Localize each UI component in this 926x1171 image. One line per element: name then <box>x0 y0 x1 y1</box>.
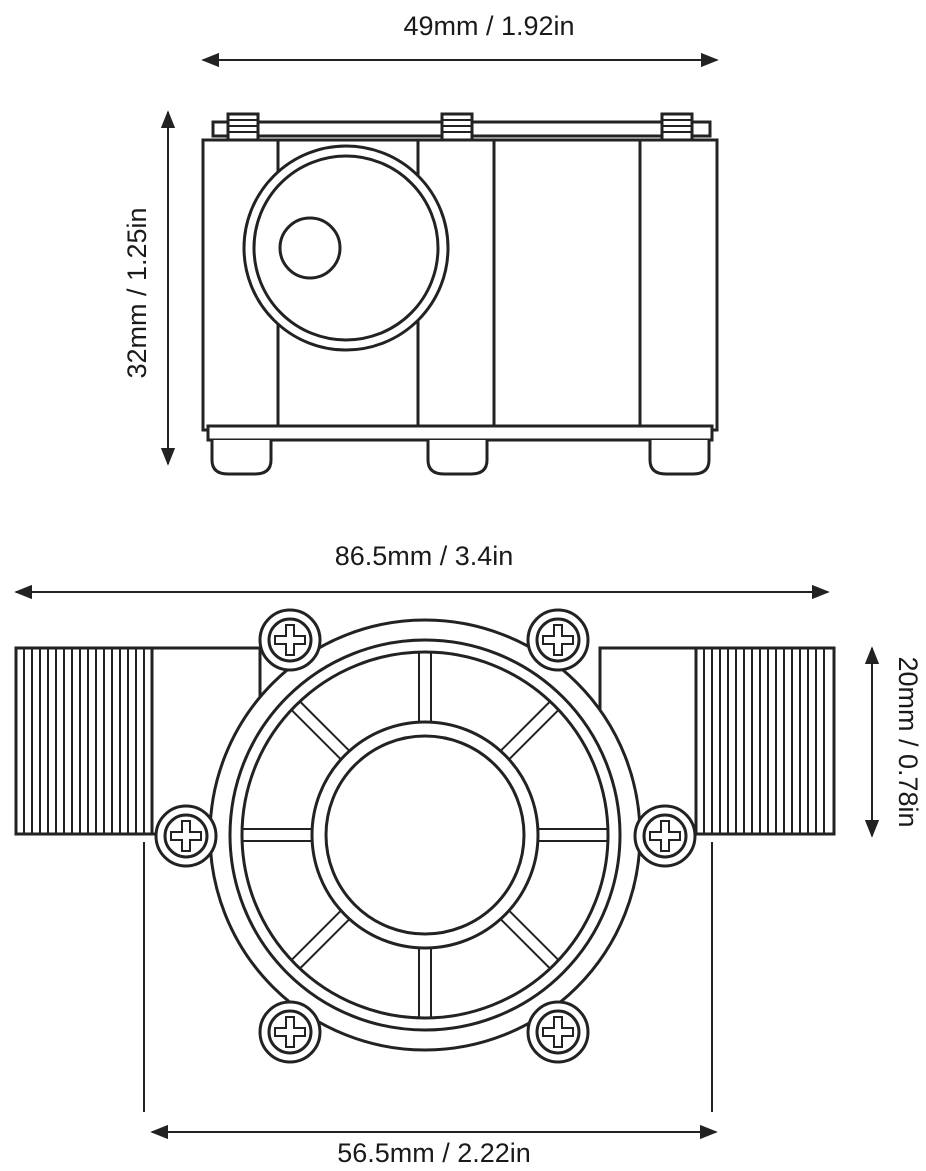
turbine-housing <box>208 618 642 1052</box>
screw-mid-left <box>154 804 218 868</box>
dimension-total-length: 86.5mm / 3.4in <box>14 541 830 600</box>
top-screw-right <box>660 112 694 142</box>
label-body-width: 56.5mm / 2.22in <box>337 1138 531 1168</box>
screw-mid-right <box>633 804 697 868</box>
foot-middle <box>426 440 489 476</box>
dimension-top-height: 32mm / 1.25in <box>122 110 176 466</box>
screw-top-right <box>526 608 590 672</box>
screw-top-left <box>258 608 322 672</box>
dimension-top-width: 49mm / 1.92in <box>201 11 719 68</box>
thread-right <box>694 646 836 836</box>
label-top-width: 49mm / 1.92in <box>403 11 574 41</box>
dimension-body-width: 56.5mm / 2.22in <box>143 842 718 1168</box>
top-screw-left <box>226 112 260 142</box>
foot-left <box>210 440 273 476</box>
label-total-length: 86.5mm / 3.4in <box>335 541 514 571</box>
top-view <box>201 112 719 476</box>
screw-bottom-left <box>258 1000 322 1064</box>
front-view <box>14 608 836 1064</box>
screw-bottom-right <box>526 1000 590 1064</box>
label-thread-diameter: 20mm / 0.78in <box>893 656 923 827</box>
label-top-height: 32mm / 1.25in <box>122 207 152 378</box>
foot-right <box>648 440 711 476</box>
thread-left <box>14 646 154 836</box>
top-screw-middle <box>440 112 474 142</box>
outlet-nozzle <box>242 144 450 352</box>
dimension-thread-diameter: 20mm / 0.78in <box>864 646 923 838</box>
